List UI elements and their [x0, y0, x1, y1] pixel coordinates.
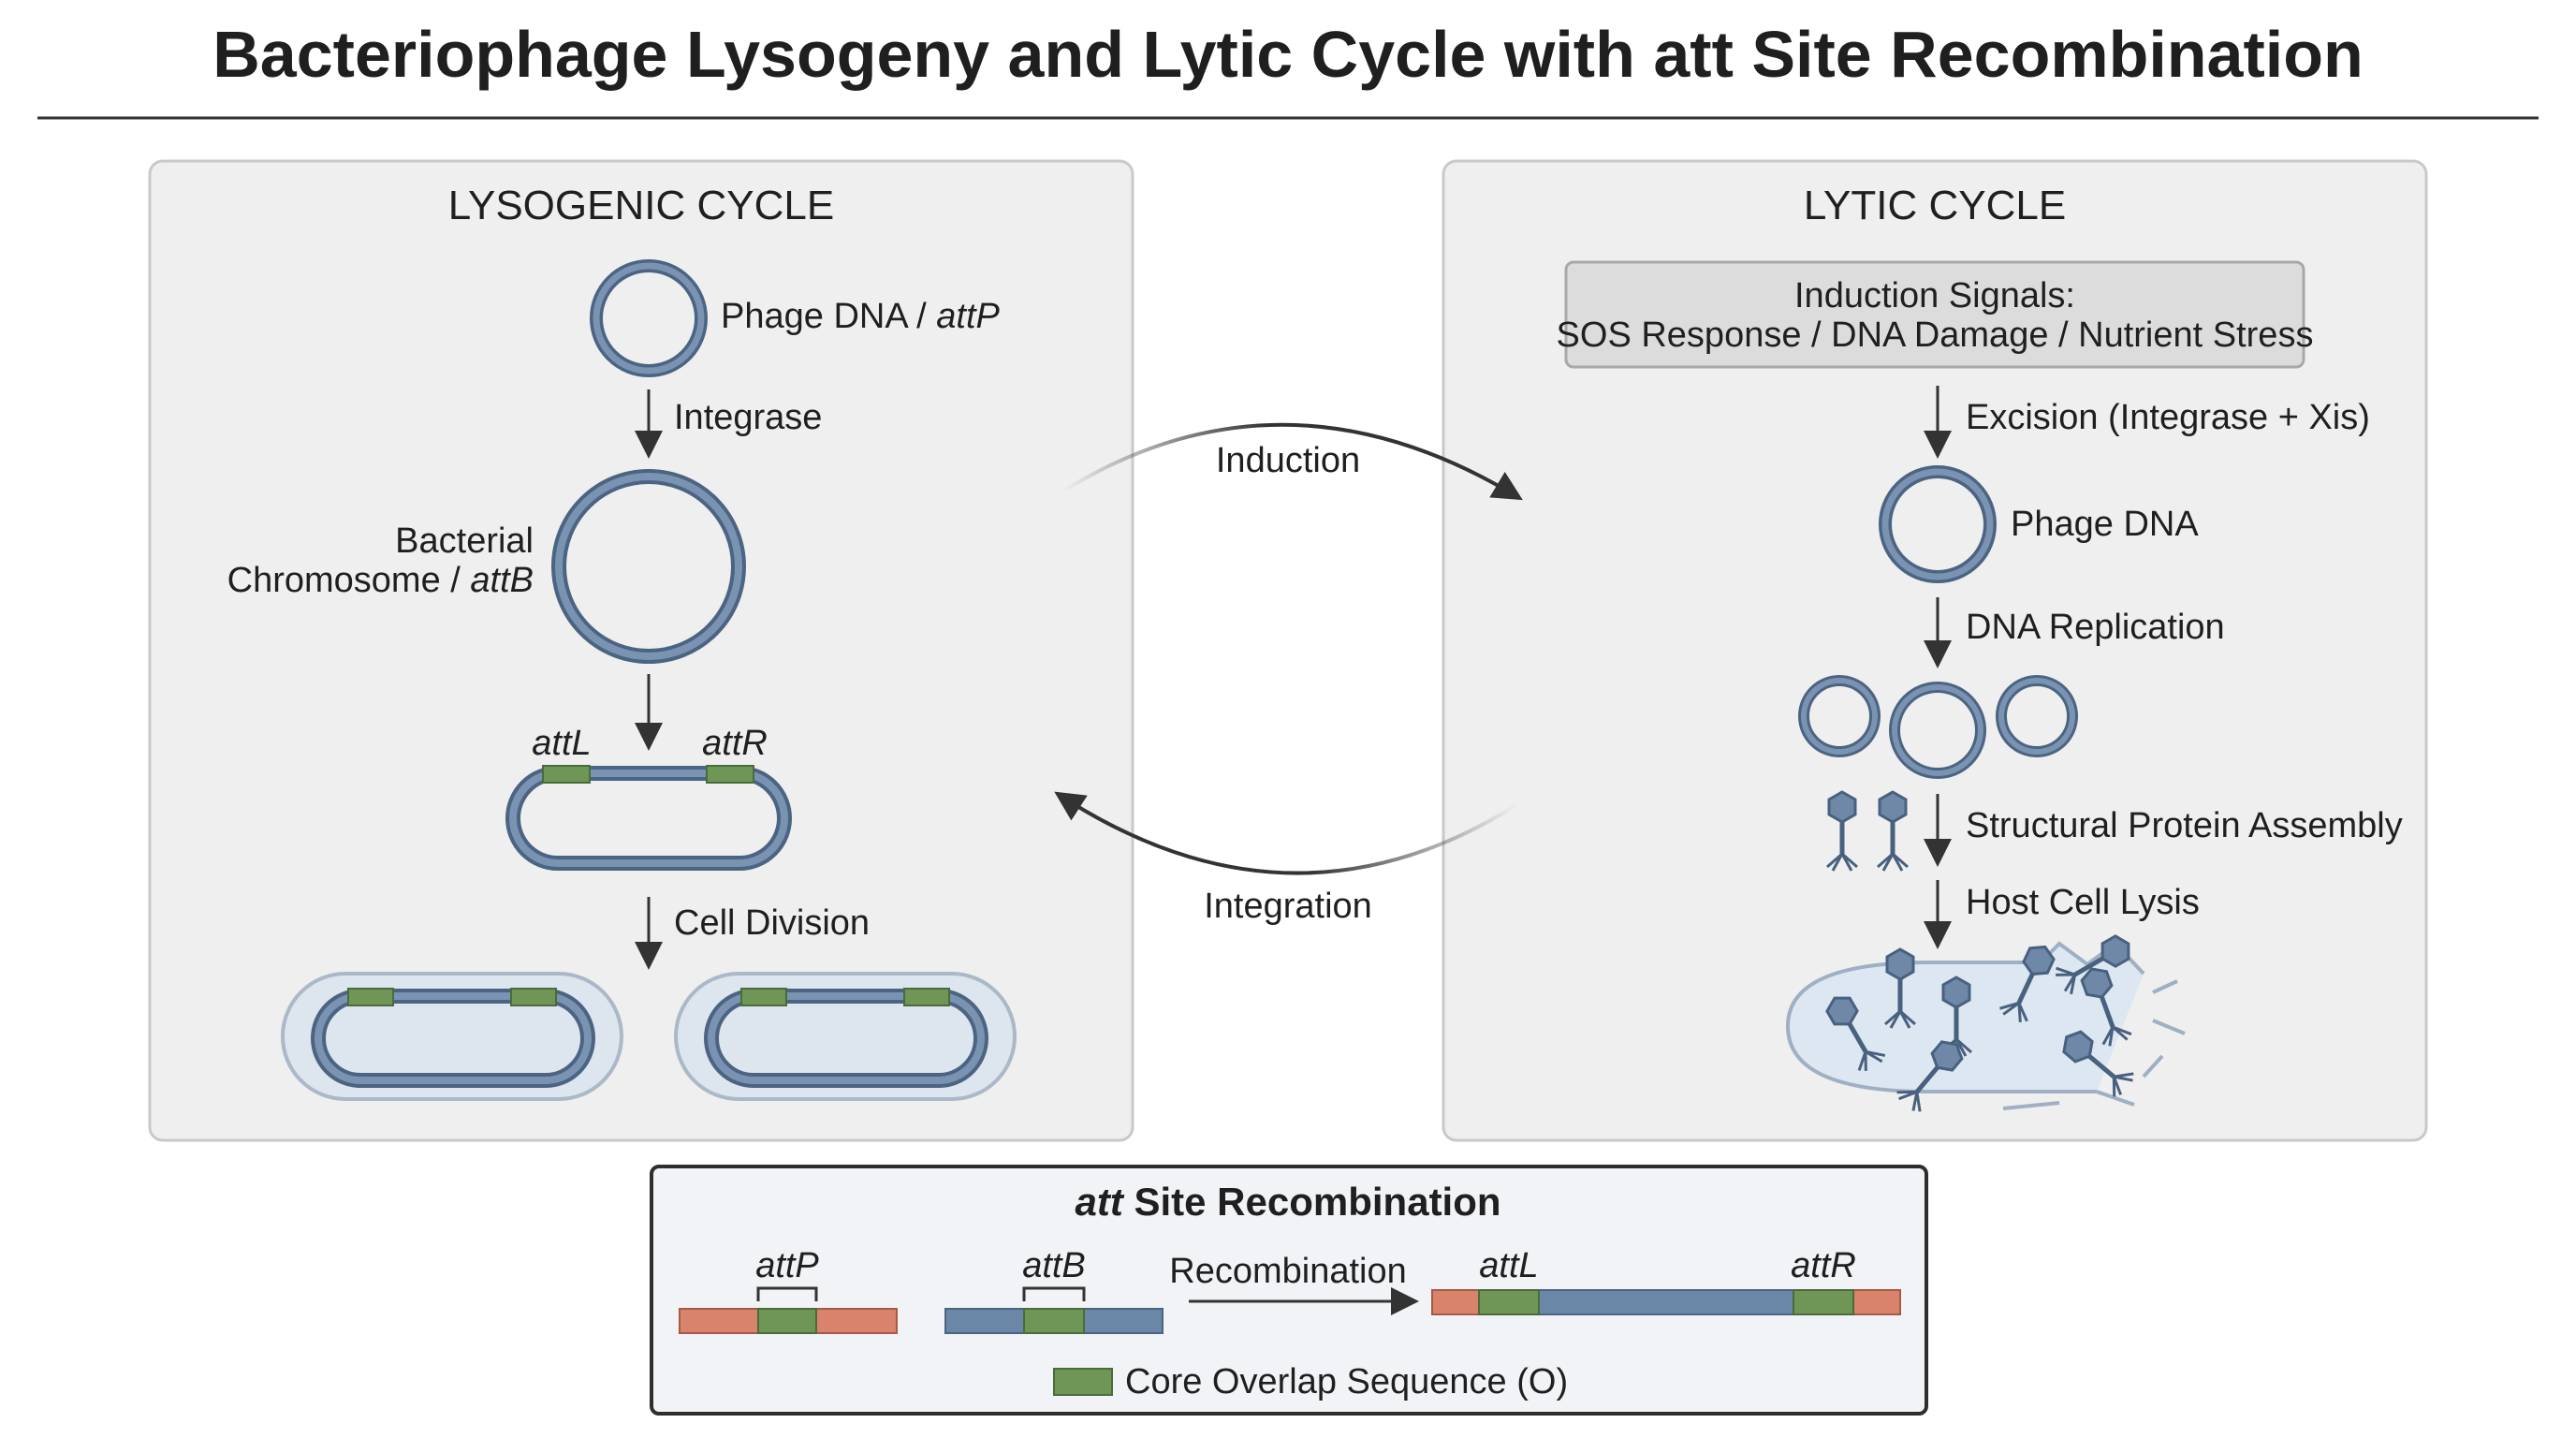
recomb-attP-label: attP — [755, 1246, 819, 1285]
attL-core — [542, 765, 591, 784]
chromosome-label-line2: Chromosome / attB — [227, 561, 534, 600]
page-title: Bacteriophage Lysogeny and Lytic Cycle w… — [212, 18, 2364, 91]
induction-signals-line1: Induction Signals: — [1794, 276, 2075, 315]
assembly-label: Structural Protein Assembly — [1966, 806, 2403, 845]
recomb-attB-label: attB — [1022, 1246, 1086, 1285]
recomb-attL-label: attL — [1479, 1246, 1538, 1285]
lysed-host-cell — [1785, 931, 2186, 1114]
daughter-cell-right — [674, 972, 1017, 1101]
lysis-label: Host Cell Lysis — [1966, 883, 2200, 922]
replication-label: DNA Replication — [1966, 608, 2225, 647]
induction-label: Induction — [1216, 441, 1360, 480]
recomb-attR-label: attR — [1791, 1246, 1856, 1285]
excised-phage-dna-label: Phage DNA — [2011, 505, 2199, 544]
attL-label: attL — [532, 724, 591, 763]
att-recombination-box: att Site Recombination attP attB Recombi… — [650, 1165, 1928, 1416]
integration-cycle-arrow: Integration — [1054, 791, 1518, 926]
core-overlap-swatch — [1053, 1368, 1113, 1396]
daughter-cell-left — [281, 972, 623, 1101]
recombination-title: att Site Recombination — [1075, 1180, 1500, 1224]
recombination-arrow-label: Recombination — [1169, 1252, 1406, 1291]
excision-label: Excision (Integrase + Xis) — [1966, 398, 2370, 437]
phage-dna-label: Phage DNA / attP — [721, 297, 1000, 336]
attR-label: attR — [702, 724, 768, 763]
attR-core — [706, 765, 754, 784]
induction-signals-box — [1564, 260, 2305, 369]
core-overlap-legend-label: Core Overlap Sequence (O) — [1125, 1362, 1568, 1401]
recombinant-product: attL attR — [1431, 1246, 1901, 1315]
induction-signals-line2: SOS Response / DNA Damage / Nutrient Str… — [1557, 315, 2314, 355]
cell-division-label: Cell Division — [674, 903, 870, 943]
replicated-dna-rings — [1798, 675, 2078, 779]
integrase-label: Integrase — [674, 398, 822, 437]
attB-segment: attB — [944, 1246, 1164, 1334]
attP-segment: attP — [679, 1246, 898, 1334]
chromosome-label-line1: Bacterial — [395, 521, 534, 561]
induction-cycle-arrow: Induction — [1061, 422, 1523, 501]
lytic-heading: LYTIC CYCLE — [1804, 183, 2066, 228]
lysogenic-heading: LYSOGENIC CYCLE — [448, 183, 834, 228]
lysogenic-panel: LYSOGENIC CYCLE Phage DNA / attP Integra… — [148, 159, 1134, 1142]
integration-label: Integration — [1204, 887, 1372, 926]
lytic-panel: LYTIC CYCLE Induction Signals: SOS Respo… — [1442, 159, 2428, 1142]
